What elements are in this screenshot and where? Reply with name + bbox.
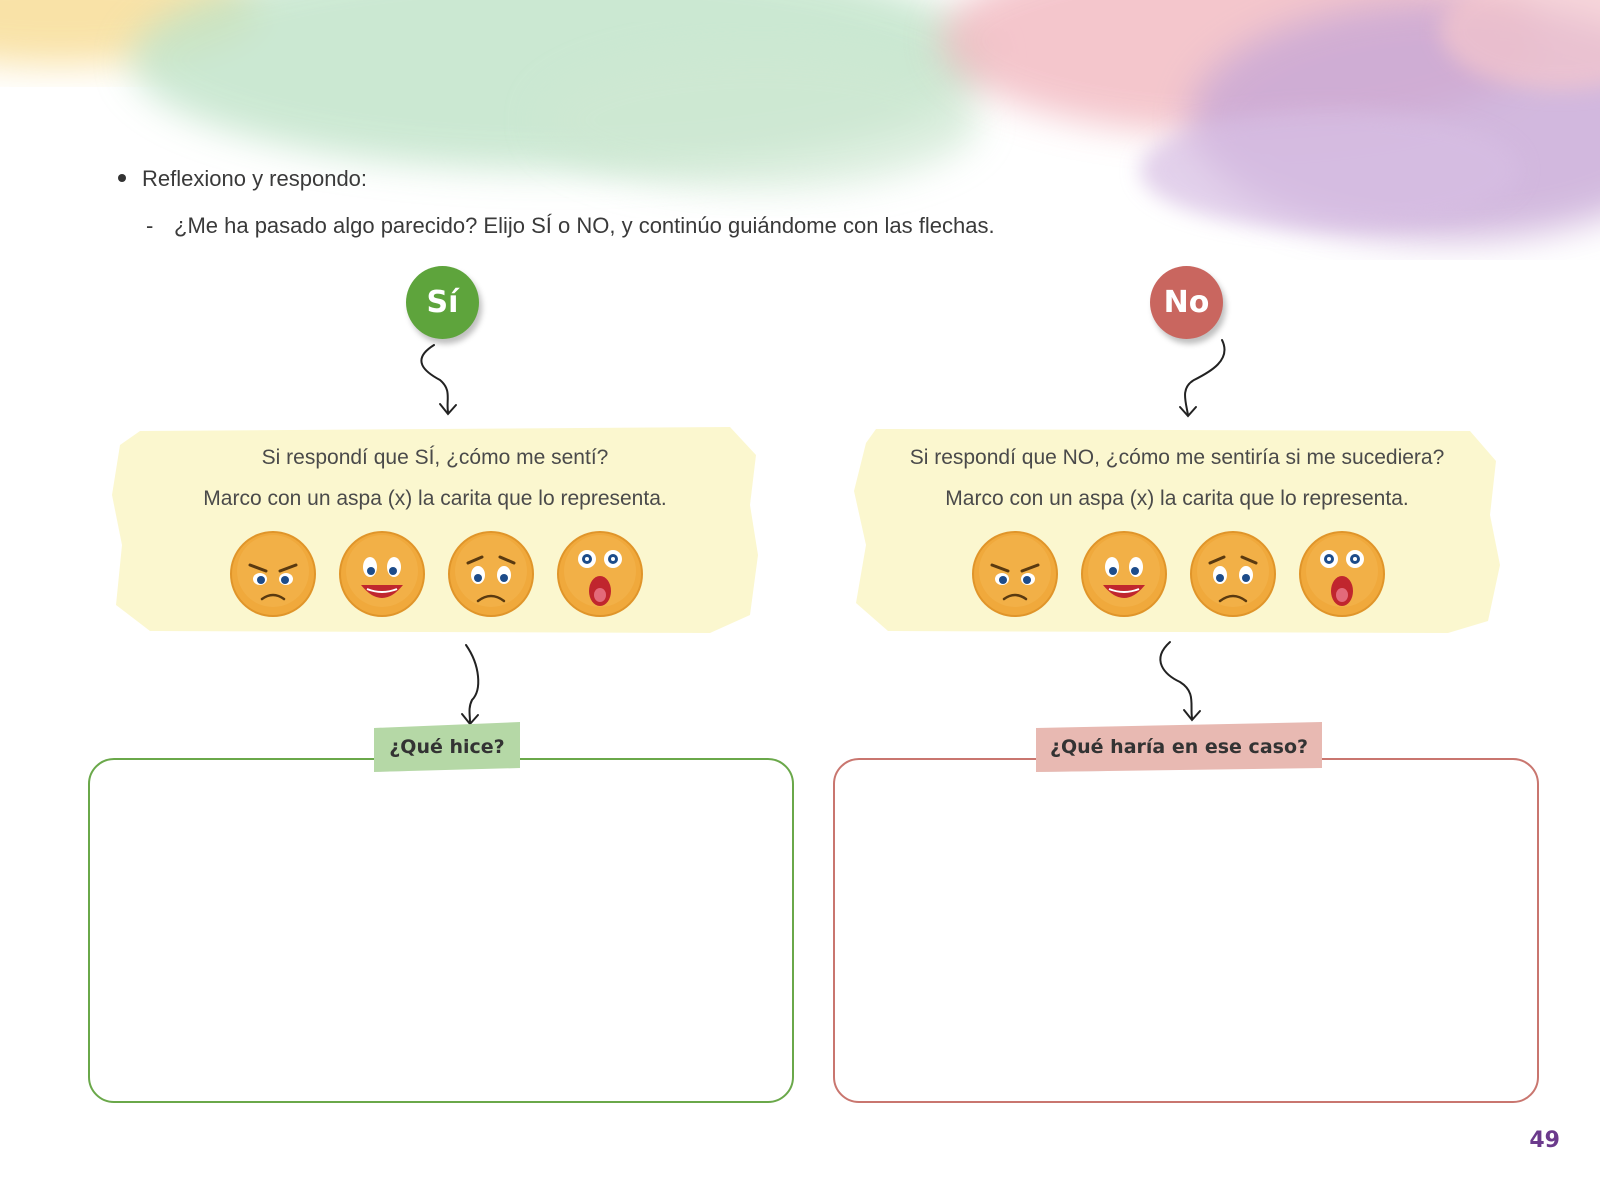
yes-answer-tab-label: ¿Qué hice?: [389, 736, 505, 758]
angry-face-icon[interactable]: [228, 529, 318, 619]
yes-instruction: Marco con un aspa (x) la carita que lo r…: [203, 487, 667, 510]
no-instruction: Marco con un aspa (x) la carita que lo r…: [945, 487, 1409, 510]
sad-face-icon[interactable]: [446, 529, 536, 619]
arrow-no-to-panel: [1184, 339, 1226, 416]
no-answer-tab: ¿Qué haría en ese caso?: [1036, 722, 1322, 772]
dash-icon: -: [146, 213, 154, 238]
arrowhead-no-top: [1179, 406, 1197, 418]
instruction-bullet: Reflexiono y respondo:: [118, 166, 367, 192]
yes-feelings-panel: Si respondí que SÍ, ¿cómo me sentí? Marc…: [110, 425, 760, 635]
angry-face-icon[interactable]: [970, 529, 1060, 619]
no-question: Si respondí que NO, ¿cómo me sentiría si…: [909, 446, 1445, 469]
no-answer-tab-label: ¿Qué haría en ese caso?: [1049, 736, 1309, 758]
sad-face-icon[interactable]: [1188, 529, 1278, 619]
no-feelings-panel: Si respondí que NO, ¿cómo me sentiría si…: [852, 425, 1502, 635]
no-choice-label: No: [1163, 285, 1210, 320]
page-number: 49: [1529, 1128, 1560, 1153]
watercolor-header: [0, 0, 1600, 240]
bullet-icon: [118, 174, 126, 183]
arrowhead-yes-bottom: [461, 713, 479, 726]
no-face-options: [852, 529, 1502, 621]
arrowhead-no-bottom: [1183, 709, 1201, 722]
yes-choice-circle[interactable]: Sí: [406, 266, 479, 339]
yes-face-options: [110, 529, 760, 621]
yes-answer-tab: ¿Qué hice?: [374, 722, 520, 772]
yes-answer-box[interactable]: [88, 758, 794, 1103]
arrow-no-to-box: [1159, 641, 1193, 719]
arrow-yes-to-box: [465, 644, 480, 723]
happy-face-icon[interactable]: [1079, 529, 1169, 619]
arrow-yes-to-panel: [420, 344, 449, 413]
happy-face-icon[interactable]: [337, 529, 427, 619]
instruction-sub-text: ¿Me ha pasado algo parecido? Elijo SÍ o …: [174, 213, 995, 238]
yes-question: Si respondí que SÍ, ¿cómo me sentí?: [261, 446, 609, 469]
no-choice-circle[interactable]: No: [1150, 266, 1223, 339]
no-answer-box[interactable]: [833, 758, 1539, 1103]
surprised-face-icon[interactable]: [1297, 529, 1387, 619]
surprised-face-icon[interactable]: [555, 529, 645, 619]
instruction-bullet-text: Reflexiono y respondo:: [142, 166, 368, 191]
yes-choice-label: Sí: [426, 285, 459, 320]
instruction-sub: -¿Me ha pasado algo parecido? Elijo SÍ o…: [146, 213, 995, 239]
arrowhead-yes-top: [439, 403, 457, 416]
